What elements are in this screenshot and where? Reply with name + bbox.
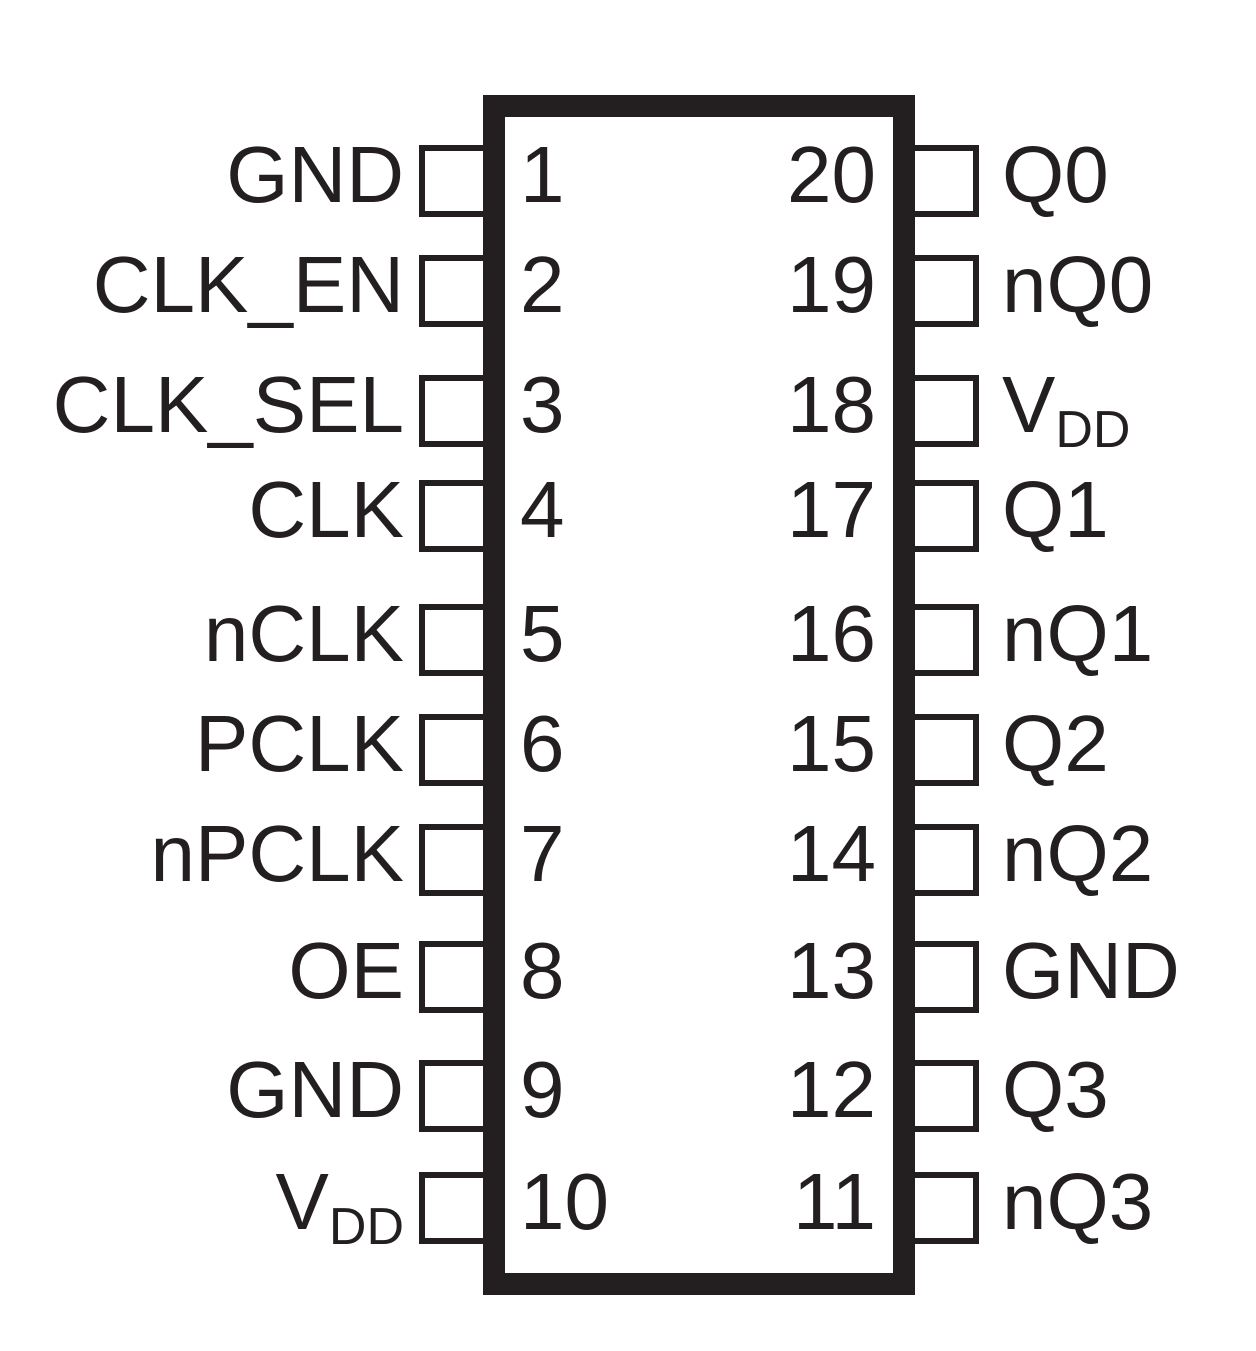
pin-lead <box>419 375 489 447</box>
pin-number: 11 <box>793 1157 876 1246</box>
pin-lead <box>419 480 489 552</box>
pin-lead <box>909 145 979 217</box>
pin-lead <box>419 1060 489 1132</box>
pin-name: PCLK <box>195 699 404 788</box>
pin-left-9: GND 9 <box>226 1045 564 1134</box>
pin-left-5: nCLK 5 <box>204 589 565 678</box>
pin-name: GND <box>226 1045 404 1134</box>
pin-lead <box>419 941 489 1013</box>
pin-number: 6 <box>520 699 565 788</box>
pin-name: nQ1 <box>1002 589 1153 678</box>
pin-left-6: PCLK 6 <box>195 699 564 788</box>
pin-number: 14 <box>787 809 876 898</box>
pin-number: 3 <box>520 360 565 449</box>
pin-name: nQ3 <box>1002 1157 1153 1246</box>
pin-right-11: nQ3 11 <box>793 1157 1153 1246</box>
pin-name: nCLK <box>204 589 404 678</box>
pin-left-8: OE 8 <box>288 926 564 1015</box>
pin-lead <box>909 824 979 896</box>
pin-right-12: Q3 12 <box>787 1045 1109 1134</box>
pin-left-1: GND 1 <box>226 130 564 219</box>
ic-package-body <box>483 95 915 1295</box>
pin-lead <box>909 714 979 786</box>
pin-name: GND <box>226 130 404 219</box>
pin-number: 10 <box>520 1157 609 1246</box>
pin-left-7: nPCLK 7 <box>151 809 565 898</box>
pin-lead <box>909 604 979 676</box>
pin-name: CLK_SEL <box>53 360 404 449</box>
pin-lead <box>909 375 979 447</box>
pin-name: GND <box>1002 926 1180 1015</box>
pin-number: 18 <box>787 360 876 449</box>
pin-number: 12 <box>787 1045 876 1134</box>
pin-number: 15 <box>787 699 876 788</box>
pin-name: nQ2 <box>1002 809 1153 898</box>
pin-number: 9 <box>520 1045 565 1134</box>
pin-name: VDD <box>1002 360 1130 459</box>
pin-left-4: CLK 4 <box>248 465 564 554</box>
pin-name: nQ0 <box>1002 240 1153 329</box>
pin-right-20: Q0 20 <box>787 130 1109 219</box>
pin-right-17: Q1 17 <box>787 465 1109 554</box>
pin-lead <box>419 1172 489 1244</box>
pin-lead <box>909 1172 979 1244</box>
pin-lead <box>909 255 979 327</box>
pin-name: Q2 <box>1002 699 1109 788</box>
pin-number: 2 <box>520 240 565 329</box>
pin-left-2: CLK_EN 2 <box>93 240 565 329</box>
pin-number: 1 <box>520 130 565 219</box>
pin-number: 13 <box>787 926 876 1015</box>
pin-name: CLK_EN <box>93 240 404 329</box>
pin-left-3: CLK_SEL 3 <box>53 360 565 449</box>
pin-lead <box>419 145 489 217</box>
pin-lead <box>909 941 979 1013</box>
pin-right-13: GND 13 <box>787 926 1180 1015</box>
pin-lead <box>909 1060 979 1132</box>
pin-lead <box>419 604 489 676</box>
pin-number: 7 <box>520 809 565 898</box>
pin-left-10: VDD 10 <box>276 1157 609 1256</box>
pin-name: nPCLK <box>151 809 404 898</box>
pin-name: Q3 <box>1002 1045 1109 1134</box>
pin-name: Q0 <box>1002 130 1109 219</box>
pin-name: CLK <box>248 465 404 554</box>
pin-lead <box>909 480 979 552</box>
pin-right-15: Q2 15 <box>787 699 1109 788</box>
pin-number: 16 <box>787 589 876 678</box>
pin-lead <box>419 714 489 786</box>
pin-number: 8 <box>520 926 565 1015</box>
pin-lead <box>419 255 489 327</box>
pin-number: 4 <box>520 465 565 554</box>
pin-right-19: nQ0 19 <box>787 240 1153 329</box>
pin-name: VDD <box>276 1157 404 1256</box>
pin-lead <box>419 824 489 896</box>
pin-name: Q1 <box>1002 465 1109 554</box>
pin-number: 5 <box>520 589 565 678</box>
pin-right-16: nQ1 16 <box>787 589 1153 678</box>
pin-number: 19 <box>787 240 876 329</box>
pin-number: 17 <box>787 465 876 554</box>
pin-number: 20 <box>787 130 876 219</box>
pin-right-14: nQ2 14 <box>787 809 1153 898</box>
pin-right-18: VDD 18 <box>787 360 1130 459</box>
pin-name: OE <box>288 926 404 1015</box>
